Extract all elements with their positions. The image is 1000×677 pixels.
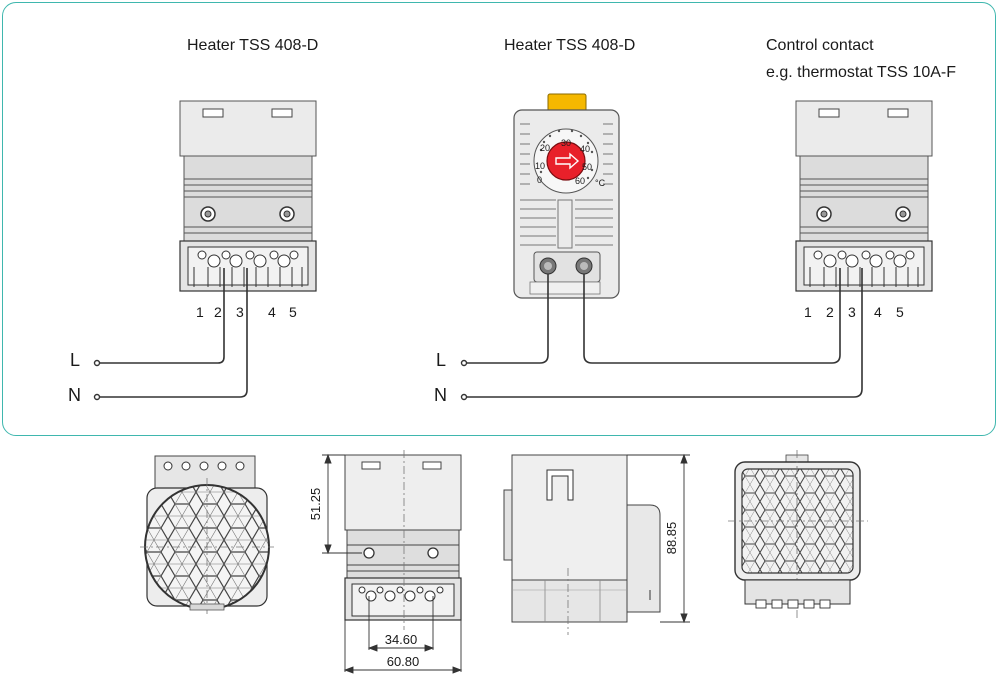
terminal-1-label-right: 1 [804, 304, 812, 320]
wiring-diagram-frame [2, 2, 996, 436]
thermostat-title: Heater TSS 408-D [504, 37, 636, 54]
terminal-3-label-right: 3 [848, 304, 856, 320]
dial-scale-50: 50 [582, 162, 592, 172]
wire-ends-left [93, 359, 101, 401]
terminal-4-label-right: 4 [874, 304, 882, 320]
dim-height-total: 88.85 [664, 522, 679, 555]
terminal-2-label-right: 2 [826, 304, 834, 320]
heater-right [795, 100, 933, 292]
thermostat: 0 10 20 30 40 50 60 °C [513, 93, 620, 299]
terminal-3-label-left: 3 [236, 304, 244, 320]
dial-scale-10: 10 [535, 161, 545, 171]
wire-n-left [95, 268, 248, 398]
dial-scale-20: 20 [540, 143, 550, 153]
line-n-label-right: N [434, 385, 447, 405]
wire-ends-right [460, 359, 468, 401]
view-front-dimensioned: 51.25 34.60 60.80 [308, 450, 463, 674]
terminal-numbers-left: 1 2 3 4 5 [196, 304, 297, 320]
terminal-5-label-left: 5 [289, 304, 297, 320]
line-l-label-right: L [436, 350, 447, 370]
terminal-5-label-right: 5 [896, 304, 904, 320]
dial-scale-30: 30 [561, 138, 571, 148]
line-l-label-left: L [70, 350, 81, 370]
dial-arrow-icon [555, 152, 580, 170]
thermostat-mount-tab [547, 93, 587, 113]
dim-height-top: 51.25 [308, 488, 323, 521]
dial-scale: 0 10 20 30 40 50 60 °C [535, 138, 606, 188]
wire-n-right [462, 268, 863, 398]
control-contact-subtitle: e.g. thermostat TSS 10A-F [766, 64, 957, 81]
heater-left-title: Heater TSS 408-D [187, 37, 319, 54]
wire-l-left [95, 268, 225, 364]
view-fan-front [140, 455, 274, 615]
dial-scale-60: 60 [575, 176, 585, 186]
dial-scale-0: 0 [537, 175, 542, 185]
control-contact-title: Control contact [766, 37, 874, 54]
view-side-profile: 88.85 [503, 453, 690, 635]
wires-left [95, 268, 248, 398]
terminal-1-label-left: 1 [196, 304, 204, 320]
wire-thermostat-to-heater [583, 268, 841, 364]
dim-width-total: 60.80 [387, 654, 420, 669]
thermostat-dial [546, 141, 586, 181]
dim-terminal-spacing: 34.60 [385, 632, 418, 647]
dial-unit: °C [595, 178, 606, 188]
view-grille-square [728, 450, 868, 618]
wires-right [462, 268, 863, 398]
wire-l-to-thermostat [462, 274, 549, 364]
heater-left [179, 100, 317, 292]
terminal-numbers-right: 1 2 3 4 5 [804, 304, 904, 320]
terminal-2-label-left: 2 [214, 304, 222, 320]
line-n-label-left: N [68, 385, 81, 405]
terminal-4-label-left: 4 [268, 304, 276, 320]
dial-scale-40: 40 [580, 144, 590, 154]
